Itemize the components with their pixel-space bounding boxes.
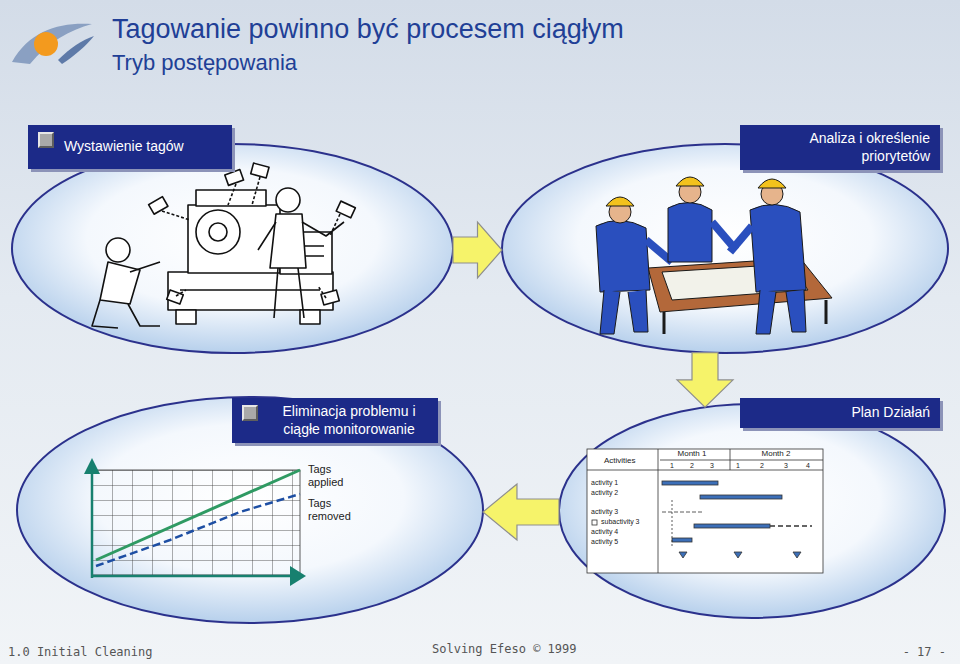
rect-shape (672, 538, 692, 542)
step-heading: Plan Działań (740, 398, 940, 428)
path-shape (91, 472, 94, 578)
table-cell: activity 1 (591, 479, 618, 487)
flow-arrow (453, 222, 502, 278)
month-week-number: 1 (665, 462, 679, 470)
rect-shape (694, 524, 770, 528)
path-shape (750, 204, 806, 292)
month-week-number: 2 (755, 462, 769, 470)
table-header: Month 2 (746, 450, 806, 459)
path-shape (587, 449, 823, 573)
flow-arrow (677, 353, 733, 408)
step-heading: Eliminacja problemu i ciągłe monitorowan… (232, 398, 438, 443)
path-shape (662, 512, 702, 513)
process-ellipse: Wystawienie tagów (10, 142, 455, 355)
ellipse-shape (17, 397, 483, 623)
step-heading: Analiza i określenie priorytetów (740, 125, 940, 170)
path-shape (92, 575, 292, 578)
ellipse-shape (12, 144, 453, 353)
page-number: - 17 - (903, 645, 946, 659)
table-cell: activity 4 (591, 528, 618, 536)
path-shape (668, 202, 712, 262)
company-logo (12, 24, 94, 64)
table-header: Activities (604, 457, 636, 466)
series-label: Tags removed (308, 497, 358, 523)
circle-shape (276, 188, 300, 212)
circle-shape (196, 210, 240, 254)
rect-shape (188, 205, 280, 273)
ellipse-shape (502, 144, 948, 353)
month-week-number: 3 (705, 462, 719, 470)
month-week-number: 2 (685, 462, 699, 470)
flow-arrow (483, 484, 559, 540)
path-shape (258, 222, 344, 318)
path-shape (96, 494, 300, 566)
month-week-number: 3 (779, 462, 793, 470)
path-shape (96, 470, 300, 560)
rect-shape (92, 470, 300, 575)
rect-shape (176, 310, 196, 324)
ellipse-shape (559, 404, 945, 618)
trend-chart (84, 458, 306, 586)
table-cell: activity 3 (591, 508, 618, 516)
path-shape (596, 220, 650, 292)
table-cell: activity 2 (591, 489, 618, 497)
path-shape (58, 36, 94, 64)
rect-shape (700, 495, 782, 499)
footer-note: Solving Efeso © 1999 (432, 642, 577, 656)
ellipse-outline (10, 142, 455, 355)
ellipse-outline (500, 142, 950, 355)
rect-shape (168, 272, 333, 310)
rect-shape (662, 481, 718, 485)
series-label: Tags applied (308, 463, 358, 489)
process-ellipse: Analiza i określenie priorytetów (500, 142, 950, 355)
slide-subtitle: Tryb postępowania (112, 50, 297, 76)
table-cell: subactivity 3 (601, 518, 640, 526)
path-shape (672, 500, 673, 548)
table-header: Month 1 (662, 450, 722, 459)
rect-shape (592, 520, 597, 525)
path-shape (679, 552, 801, 558)
month-week-number: 4 (801, 462, 815, 470)
path-shape (770, 525, 812, 527)
step-heading: Wystawienie tagów (28, 125, 232, 169)
circle-shape (106, 238, 130, 262)
circle-shape (209, 223, 227, 241)
slide-title: Tagowanie powinno być procesem ciągłym (112, 14, 624, 45)
footer-note: 1.0 Initial Cleaning (8, 645, 153, 659)
process-ellipse: Eliminacja problemu i ciągłe monitorowan… (15, 395, 485, 625)
rect-shape (587, 449, 823, 573)
month-week-number: 1 (731, 462, 745, 470)
gantt-chart (587, 449, 823, 573)
circle-shape (34, 32, 58, 56)
table-cell: activity 5 (591, 538, 618, 546)
rect-shape (167, 290, 184, 304)
